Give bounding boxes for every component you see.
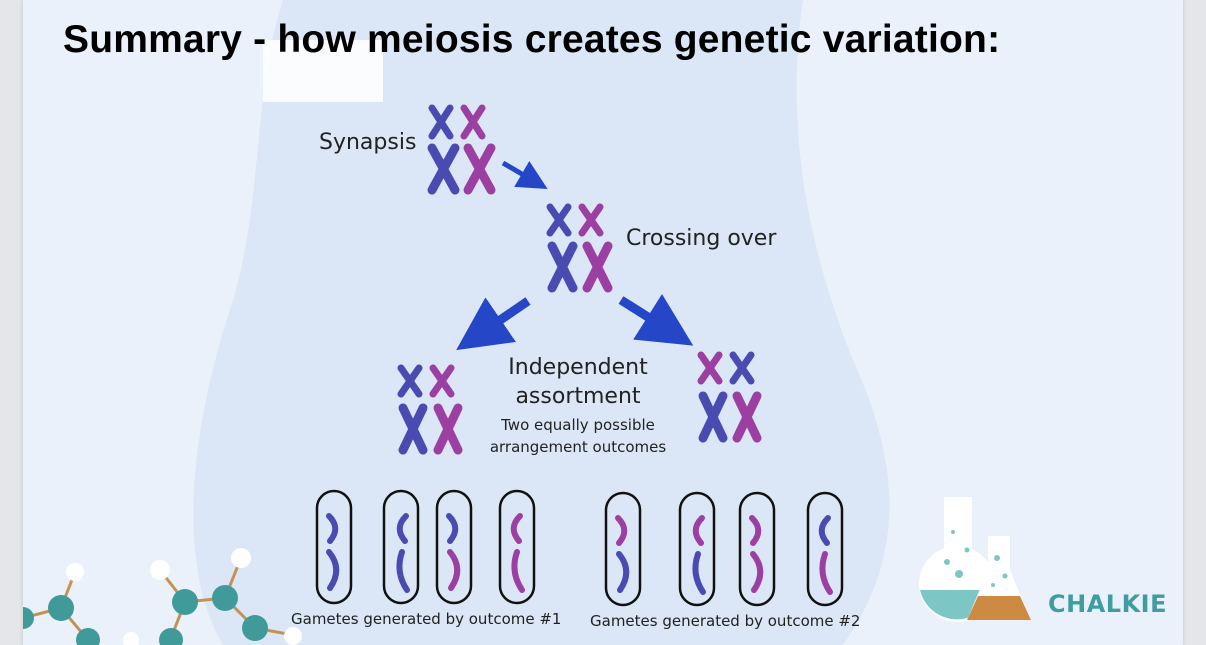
arrow-to-outcome-1 xyxy=(456,297,531,351)
crossing-over-label: Crossing over xyxy=(626,226,777,251)
independent-label-line1: Independent xyxy=(508,355,648,380)
gamete-cell xyxy=(382,489,420,605)
meiosis-diagram xyxy=(23,104,1031,645)
gamete-cell xyxy=(678,491,716,607)
gametes-outcome-1 xyxy=(315,489,536,605)
gamete-cell xyxy=(315,489,353,605)
slide-title: Summary - how meiosis creates genetic va… xyxy=(63,18,1001,61)
process-arrows xyxy=(456,160,694,351)
gamete-cell xyxy=(435,489,473,605)
arrow-to-outcome-2 xyxy=(618,293,694,346)
chalkie-flask-icon xyxy=(919,497,1031,622)
arrow-synapsis-to-crossing xyxy=(501,160,548,190)
outcome-note-line2: arrangement outcomes xyxy=(489,438,667,456)
gametes-outcome-2-label: Gametes generated by outcome #2 xyxy=(590,612,861,630)
synapsis-chromosomes xyxy=(427,104,496,195)
outcome-note-line1: Two equally possible xyxy=(501,416,655,434)
crossing-over-chromosomes xyxy=(546,203,613,293)
background-blob xyxy=(193,0,890,645)
molecule-decoration xyxy=(23,548,302,645)
gamete-cell xyxy=(498,489,536,605)
gamete-cell xyxy=(806,491,844,607)
gamete-cell xyxy=(604,491,642,607)
slide: Summary - how meiosis creates genetic va… xyxy=(23,0,1183,645)
gametes-outcome-1-label: Gametes generated by outcome #1 xyxy=(291,610,562,628)
synapsis-label: Synapsis xyxy=(319,130,417,155)
outcome-1-chromosomes xyxy=(397,364,463,455)
gamete-cell xyxy=(738,491,776,607)
gametes-outcome-2 xyxy=(604,491,844,607)
chalkie-logo-text: CHALKIE xyxy=(1048,590,1167,618)
outcome-2-chromosomes xyxy=(697,351,762,443)
independent-label-line2: assortment xyxy=(515,384,641,409)
